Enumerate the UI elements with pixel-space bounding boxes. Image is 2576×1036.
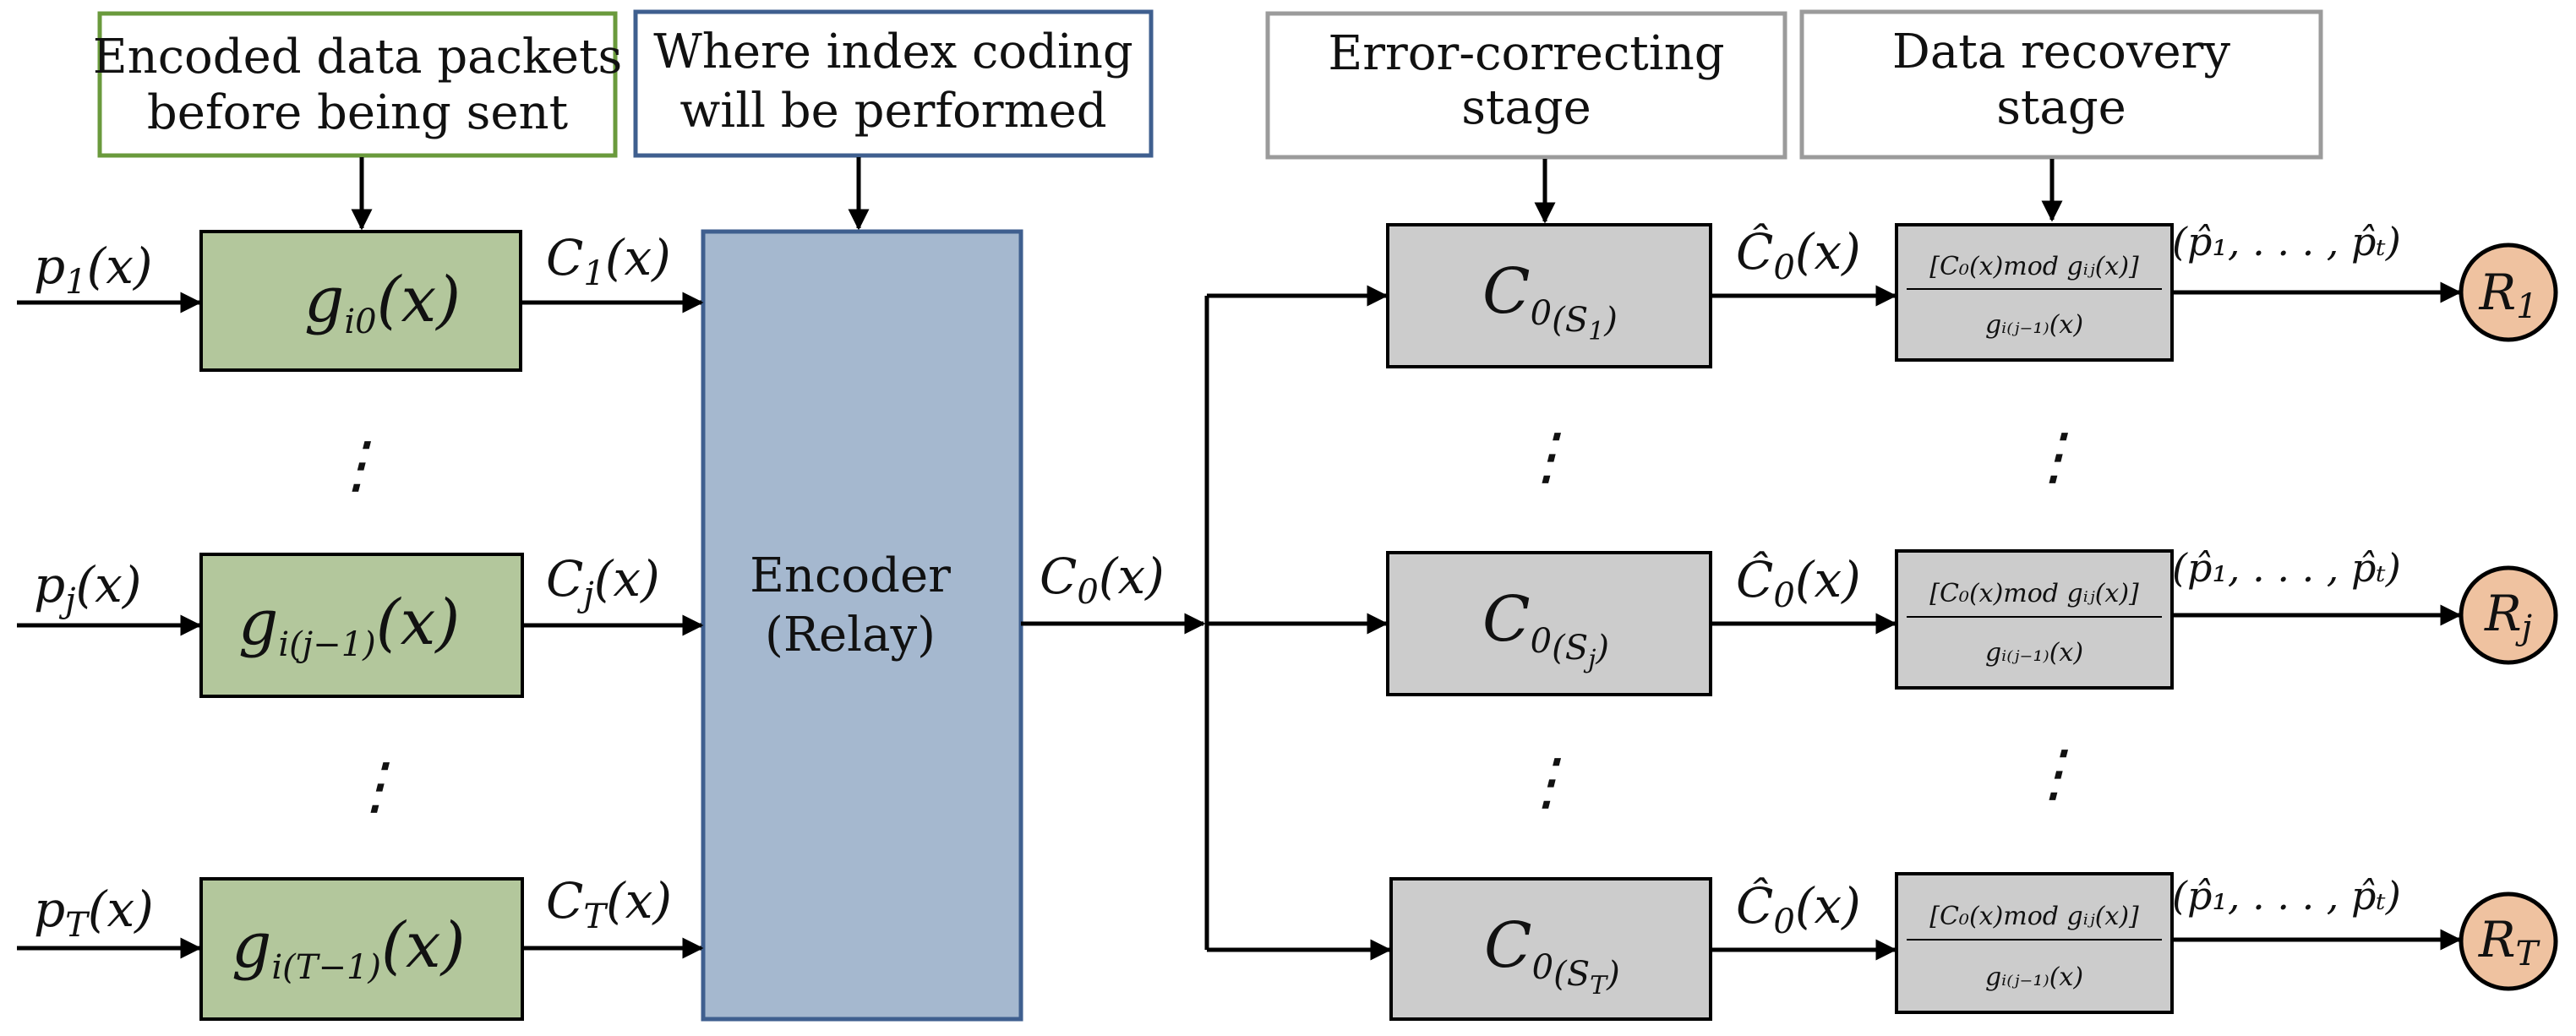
label-index-coding-line2: will be performed [679,84,1106,139]
decoder-row-1: C0(S1) Ĉ0(x) [C₀(x)mod gᵢⱼ(x)] gᵢ₍ⱼ₋₁₎(x… [1386,219,2558,368]
receiver-node [2459,892,2558,991]
decoder-row-T: C0(ST) Ĉ0(x) [C₀(x)mod gᵢⱼ(x)] gᵢ₍ⱼ₋₁₎(x… [1389,872,2558,1021]
label-data-recovery-line1: Data recovery [1892,25,2231,79]
codeword-label: C1(x) [546,229,671,293]
data-recovery-block [1895,549,2174,690]
corrected-codeword-label: Ĉ0(x) [1736,223,1861,287]
ellipsis-vertical: ⋮ [344,750,407,822]
label-error-correcting-line2: stage [1461,80,1591,135]
codeword-label: CT(x) [546,872,672,936]
encoder-output-label: C0(x) [1040,548,1165,612]
codeword-label: Cj(x) [546,550,660,614]
error-correcting-block [1386,223,1712,368]
recovered-packets-label: (p̂₁, . . . , p̂ₜ) [2172,219,2401,264]
input-packet-label: pT(x) [34,881,154,945]
corrected-codeword-label: Ĉ0(x) [1736,551,1861,615]
label-data-recovery-line2: stage [1996,80,2126,135]
ellipsis-vertical: ⋮ [2022,737,2085,810]
receiver-label: RT [2478,911,2541,973]
recovery-denominator: gᵢ₍ⱼ₋₁₎(x) [1985,962,2083,992]
recovery-numerator: [C₀(x)mod gᵢⱼ(x)] [1929,252,2139,281]
label-data-recovery: Data recovery stage [1799,9,2323,160]
label-error-correcting-line1: Error-correcting [1328,26,1724,81]
recovery-denominator: gᵢ₍ⱼ₋₁₎(x) [1985,638,2083,668]
receiver-node [2459,243,2558,342]
recovery-numerator: [C₀(x)mod gᵢⱼ(x)] [1929,579,2139,608]
corrected-codeword-label: Ĉ0(x) [1736,877,1861,941]
ellipsis-vertical: ⋮ [2022,420,2085,493]
receiver-node [2459,565,2558,665]
generator-label: gi(j−1)(x) [238,586,460,664]
decoder-row-j: C0(Sj) Ĉ0(x) [C₀(x)mod gᵢⱼ(x)] gᵢ₍ⱼ₋₁₎(x… [1386,545,2558,696]
recovered-packets-label: (p̂₁, . . . , p̂ₜ) [2172,873,2401,919]
input-row-j: pj(x) gi(j−1)(x) Cj(x) [17,550,704,698]
label-encoded-packets-line1: Encoded data packets [93,30,623,85]
recovered-packets-label: (p̂₁, . . . , p̂ₜ) [2172,545,2401,591]
input-packet-label: p1(x) [34,237,153,302]
label-index-coding: Where index coding will be performed [633,9,1154,158]
ellipsis-vertical: ⋮ [1515,420,1578,493]
receiver-label: Rj [2484,585,2532,647]
label-encoded-packets-line2: before being sent [147,85,569,140]
error-correcting-block [1389,877,1712,1021]
input-row-1: p1(x) gi0(x) C1(x) [17,229,704,372]
generator-block [199,553,524,698]
encoder-relay-block: Encoder (Relay) [701,229,1023,1022]
encoder-label: Encoder [750,548,951,603]
encoder-output: C0(x) [1021,285,1392,961]
input-row-T: pT(x) gi(T−1)(x) CT(x) [17,872,704,1021]
input-packet-label: pj(x) [34,556,142,620]
label-index-coding-line1: Where index coding [653,25,1133,79]
data-recovery-block [1895,872,2174,1014]
recovery-numerator: [C₀(x)mod gᵢⱼ(x)] [1929,902,2139,931]
ellipsis-vertical: ⋮ [1515,745,1578,818]
generator-block [199,230,522,372]
label-encoded-packets: Encoded data packets before being sent [93,11,623,158]
encoder-sublabel: (Relay) [765,608,936,662]
data-recovery-block [1895,223,2174,362]
recovery-denominator: gᵢ₍ⱼ₋₁₎(x) [1985,310,2083,340]
error-correcting-block [1386,551,1712,696]
generator-label: gi0(x) [304,264,461,341]
receiver-label: R1 [2478,264,2537,326]
label-error-correcting: Error-correcting stage [1265,11,1787,160]
ellipsis-vertical: ⋮ [325,428,388,501]
